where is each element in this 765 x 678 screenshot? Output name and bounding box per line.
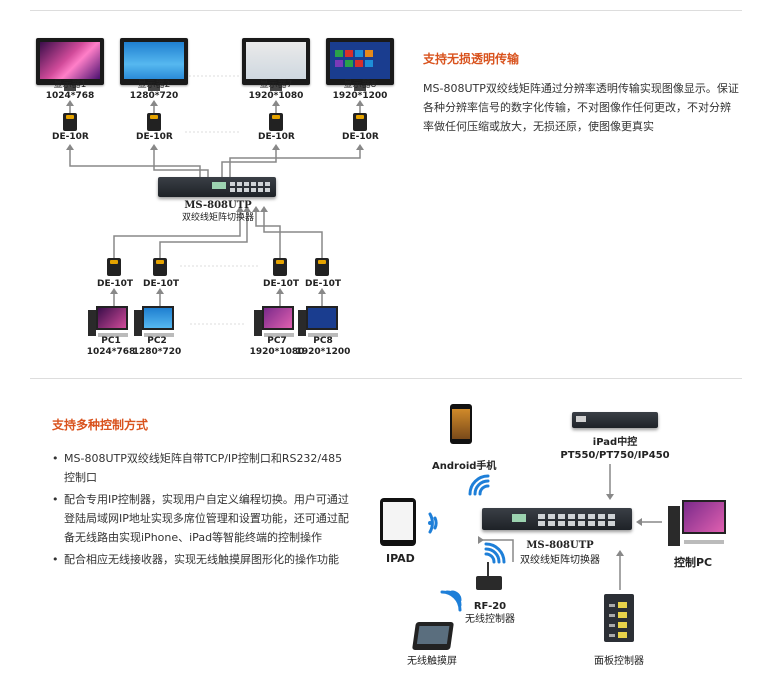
switch2-name-label: 双绞线矩阵切换器 xyxy=(520,555,600,566)
pc-1-computer xyxy=(88,306,132,340)
ipad-central-control-device xyxy=(572,412,658,428)
transmitter-8-device xyxy=(315,258,329,276)
display-1-monitor xyxy=(36,38,104,91)
wireless-touchscreen-label: 无线触摸屏 xyxy=(407,656,457,667)
pc-7-computer xyxy=(254,306,298,340)
control-pc-computer xyxy=(668,500,728,548)
transmitter-1-label: DE-10T xyxy=(97,279,134,289)
switch2-model-label: MS-808UTP xyxy=(526,540,594,551)
android-phone-device xyxy=(450,404,472,444)
android-wifi-icon xyxy=(468,474,490,496)
transmitter-2-label: DE-10T xyxy=(143,279,180,289)
transmitter-7-device xyxy=(273,258,287,276)
section1-paragraph: MS-808UTP双绞线矩阵通过分辨率透明传输实现图像显示。保证各种分辨率信号的… xyxy=(423,82,739,133)
top-divider xyxy=(30,10,742,11)
receiver-2-device xyxy=(147,113,161,131)
top-diagram-connectors xyxy=(66,75,364,325)
bullet-item: MS-808UTP双绞线矩阵自带TCP/IP控制口和RS232/485控制口 xyxy=(52,449,352,487)
transmitter-8-label: DE-10T xyxy=(305,279,342,289)
matrix-switch-device-2 xyxy=(482,508,632,530)
display-8-monitor xyxy=(326,38,394,91)
bullet-item: 配合专用IP控制器，实现用户自定义编程切换。用户可通过登陆局域网IP地址实现多席… xyxy=(52,490,352,547)
matrix-switch-device xyxy=(158,177,276,197)
receiver-1-label: DE-10R xyxy=(52,132,89,142)
wireless-touchscreen-device xyxy=(412,622,454,650)
ipad-label: IPAD xyxy=(386,552,415,565)
receiver-1-device xyxy=(63,113,77,131)
ipad-device xyxy=(380,498,416,546)
middle-divider xyxy=(30,378,742,379)
ipad-wifi-icon xyxy=(428,512,438,534)
rf-wifi-icon xyxy=(484,542,506,564)
control-diagram-connectors xyxy=(478,464,662,590)
touchscreen-wifi-icon xyxy=(440,590,462,612)
pc-8-computer xyxy=(298,306,342,340)
switch-model-label: MS-808UTP xyxy=(184,200,252,211)
section1-heading: 支持无损透明传输 xyxy=(423,52,520,66)
panel-controller-device xyxy=(604,594,634,642)
receiver-8-label: DE-10R xyxy=(342,132,379,142)
receiver-2-label: DE-10R xyxy=(136,132,173,142)
switch-name-label: 双绞线矩阵切换器 xyxy=(181,213,254,223)
receiver-7-label: DE-10R xyxy=(258,132,295,142)
transmitter-7-label: DE-10T xyxy=(263,279,300,289)
display-2-monitor xyxy=(120,38,188,91)
bullet-item: 配合相应无线接收器，实现无线触摸屏图形化的操作功能 xyxy=(52,550,352,569)
transmitter-2-device xyxy=(153,258,167,276)
pc-2-computer xyxy=(134,306,178,340)
android-phone-label: Android手机 xyxy=(432,461,497,472)
section2-heading: 支持多种控制方式 xyxy=(52,418,149,432)
rf-controller-device xyxy=(476,562,502,590)
transmitter-1-device xyxy=(107,258,121,276)
panel-controller-label: 面板控制器 xyxy=(594,656,644,667)
receiver-8-device xyxy=(353,113,367,131)
section2-bullet-list: MS-808UTP双绞线矩阵自带TCP/IP控制口和RS232/485控制口 配… xyxy=(52,449,352,569)
display-7-monitor xyxy=(242,38,310,91)
receiver-7-device xyxy=(269,113,283,131)
control-pc-label: 控制PC xyxy=(674,556,713,569)
